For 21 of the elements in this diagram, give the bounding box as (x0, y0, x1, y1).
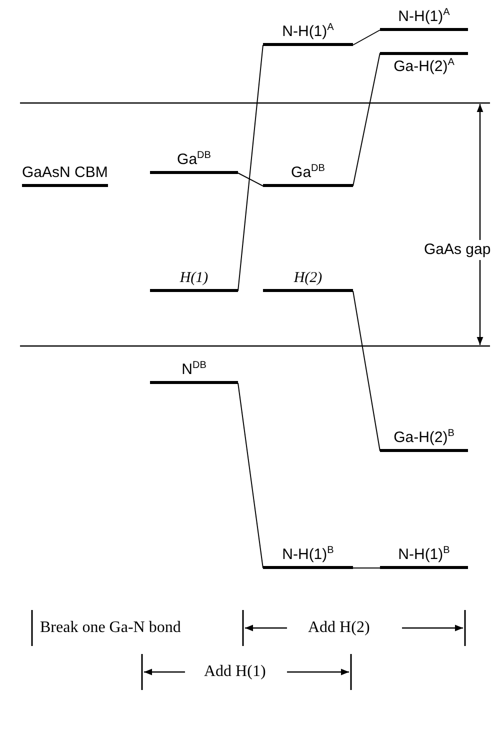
level-label: N-H(1)$^{B}$ (397, 546, 451, 564)
level-label: H(2) (292, 269, 324, 287)
correlation-line (352, 290, 380, 452)
dimension-label: GaAs gap (424, 240, 491, 260)
correlation-line (238, 172, 264, 186)
level-label: N-H(1)$^{A}$ (281, 23, 335, 41)
level-label: N-H(1)$^{B}$ (281, 546, 335, 564)
level-label: Ga$^{DB}$ (176, 151, 212, 169)
correlation-line (238, 382, 264, 568)
level-label: N-H(1)$^{A}$ (397, 8, 451, 26)
level-label: Ga-H(2)$^{A}$ (392, 58, 456, 76)
step-label: Add H(1) (204, 662, 266, 682)
level-label: Ga-H(2)$^{B}$ (392, 429, 456, 447)
step-label: Add H(2) (308, 618, 370, 638)
level-label: GaAsN CBM (22, 164, 109, 182)
correlation-line (352, 30, 380, 46)
level-label: Ga$^{DB}$ (290, 164, 326, 182)
level-label: N$^{DB}$ (180, 361, 208, 379)
correlation-line (238, 44, 264, 292)
correlation-line (352, 52, 380, 186)
level-label: H(1) (178, 269, 210, 287)
